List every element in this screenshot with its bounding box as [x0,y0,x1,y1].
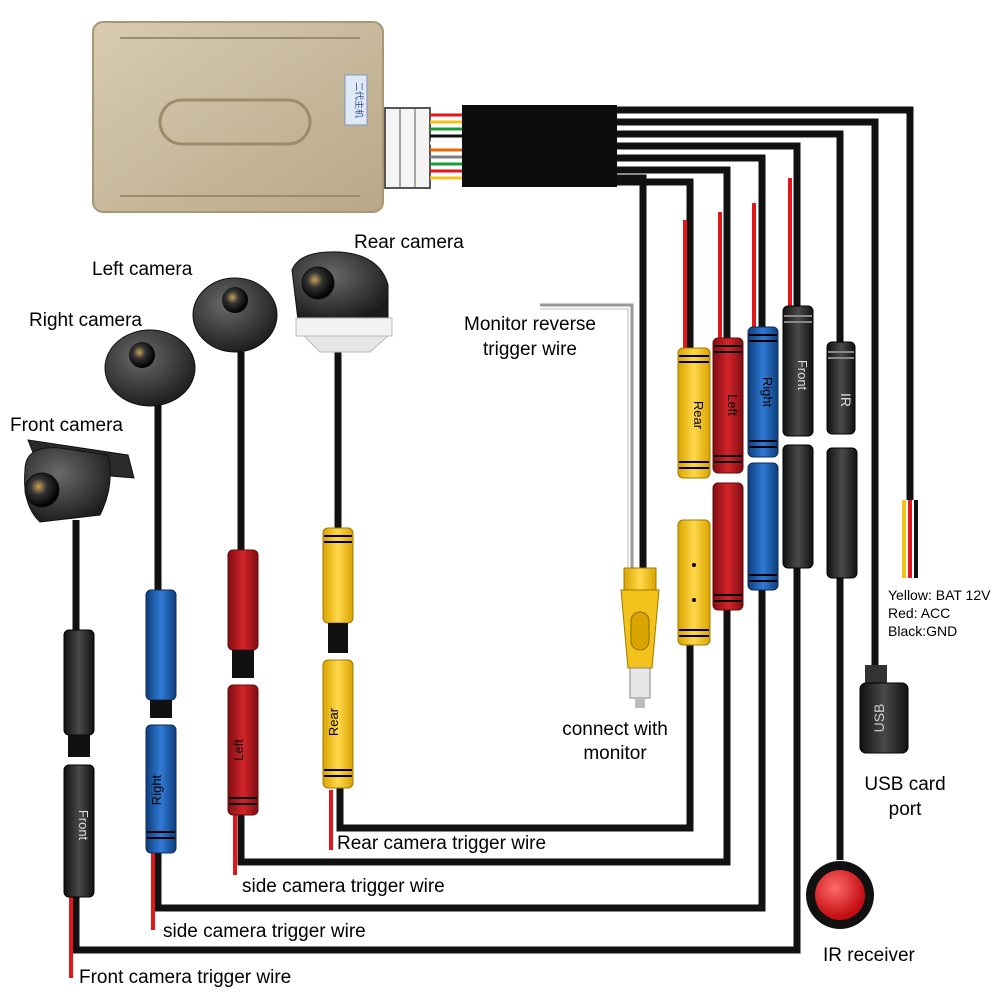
front-trigger-label: Front camera trigger wire [79,967,292,988]
power-note-yellow: Yellow: BAT 12V [888,587,991,603]
usb-port-connector: USB [859,665,909,754]
connector-left-label: Left [725,394,740,416]
front-camera-connectors: Front [63,629,95,898]
connector-front-label: Front [795,360,810,391]
left-camera [192,277,278,353]
connector-front-lower [782,444,814,569]
ir-receiver-button [806,861,874,929]
connector-front-upper: Front [782,305,814,437]
right-camera-label: Right camera [29,310,142,331]
monitor-trigger-label-line1: Monitor reverse [464,314,596,335]
side-trigger-label-2: side camera trigger wire [163,921,366,942]
trigger-wires [69,178,792,978]
side-trigger-label-1: side camera trigger wire [242,876,445,897]
left-plug-label: Left [231,739,246,761]
connector-left-upper: Left [712,337,744,474]
rca-monitor-connector [620,567,660,708]
harness-connector [384,105,617,189]
right-camera-connectors: Right [145,589,177,854]
connector-ir-lower [826,447,858,579]
right-plug-label: Right [149,774,164,805]
rear-camera [291,251,393,353]
connector-ir-upper: IR [826,341,856,435]
usb-port-label-line2: port [888,799,922,820]
front-camera-label: Front camera [10,415,123,436]
connector-usb-label: USB [871,704,887,733]
connect-monitor-label-line2: monitor [583,743,647,764]
rear-trigger-label: Rear camera trigger wire [337,833,547,854]
monitor-trigger-label-line2: trigger wire [483,339,577,360]
front-camera [24,439,135,523]
connect-monitor-label-line1: connect with [562,719,668,740]
connector-right-lower [747,462,779,591]
right-camera [104,329,196,407]
box-label: 二代主机 [354,82,365,118]
rear-plug-label: Rear [326,707,341,736]
control-box: 二代主机 [92,21,384,213]
usb-port-label-line1: USB card [864,774,946,795]
rear-camera-label: Rear camera [354,232,464,253]
left-camera-connectors: Left [227,549,259,816]
monitor-reverse-trigger-wire [540,303,634,568]
front-plug-label: Front [76,810,91,841]
power-note-black: Black:GND [888,623,958,639]
harness-wires [72,106,914,954]
connector-rear-label: Rear [691,401,706,430]
left-camera-label: Left camera [92,259,193,280]
power-note-red: Red: ACC [888,605,951,621]
ir-receiver-label: IR receiver [823,945,915,966]
connector-ir-label: IR [838,393,854,407]
connector-right-upper: Right [747,326,779,458]
connector-left-lower [712,482,744,611]
connector-rear-lower [677,519,711,646]
rear-camera-connectors: Rear [322,527,354,789]
power-wires [902,500,918,578]
connector-rear-upper: Rear [677,347,711,479]
connector-right-label: Right [760,377,775,408]
